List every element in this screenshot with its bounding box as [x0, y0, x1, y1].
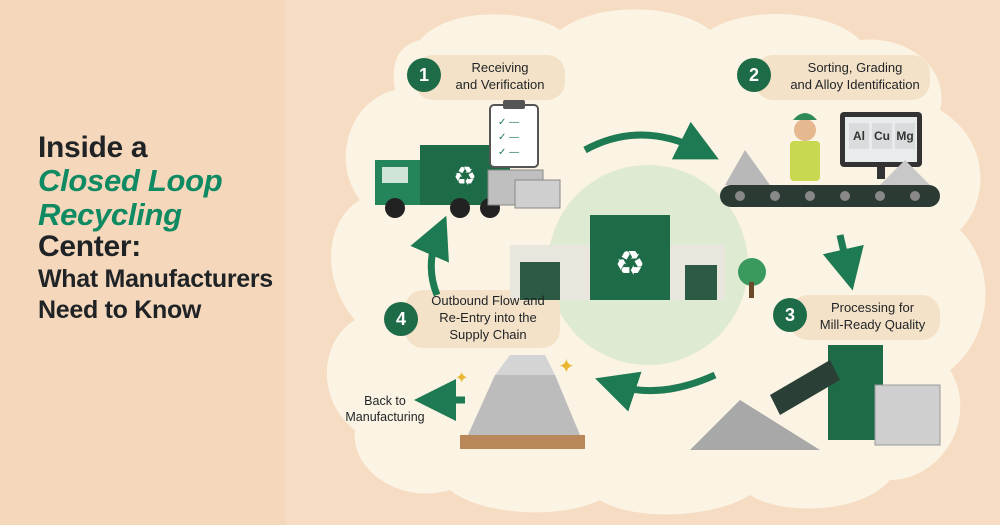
- conveyor-icon: [720, 150, 940, 207]
- step-4-label-line1: Outbound Flow and: [431, 293, 545, 308]
- step-4-label: Outbound Flow and Re-Entry into the Supp…: [418, 293, 558, 344]
- step-1-label-line1: Receiving: [471, 60, 529, 75]
- step-4-number: 4: [384, 302, 418, 336]
- arrow-icon: [595, 371, 717, 412]
- step-2-label-line1: Sorting, Grading: [807, 60, 903, 75]
- step3-pill: [790, 295, 940, 340]
- arrow-icon: [410, 215, 449, 297]
- step-3-number: 3: [773, 298, 807, 332]
- step-3-label-line2: Mill-Ready Quality: [819, 316, 926, 332]
- title-line-1: Inside a: [38, 131, 148, 164]
- sparkle-icon: ✦: [558, 356, 575, 378]
- step1-pill: [415, 55, 565, 100]
- step-2-label-line2: and Alloy Identification: [790, 76, 920, 92]
- back-label-line1: Back to: [364, 394, 406, 408]
- diagram-artwork: ♻ ✓ ― ✓ ― ✓ ―: [326, 9, 986, 515]
- step-3-label: Processing for Mill-Ready Quality: [805, 300, 940, 334]
- step4-pill: [405, 290, 560, 348]
- recycle-icon: ♻: [615, 245, 645, 283]
- title-line-2: Closed Loop: [38, 163, 223, 199]
- step-1-number: 1: [407, 58, 441, 92]
- arrow-icon: [822, 234, 864, 291]
- step-1-label: Receiving and Verification: [440, 60, 560, 94]
- left-panel: [0, 0, 285, 525]
- sparkle-icon: ✦: [455, 370, 468, 387]
- step-4-label-line3: Supply Chain: [449, 326, 527, 342]
- recycling-diagram: ♻ ✓ ― ✓ ― ✓ ―: [300, 0, 1000, 525]
- title-line-6: Need to Know: [38, 295, 202, 324]
- element-mg: Mg: [895, 123, 915, 149]
- svg-text:✓ ―: ✓ ―: [498, 117, 519, 128]
- title-line-5: What Manufacturers: [38, 264, 273, 293]
- building-icon: ♻: [510, 215, 725, 300]
- step-4-label-line2: Re-Entry into the: [439, 309, 537, 325]
- step-2-label: Sorting, Grading and Alloy Identificatio…: [770, 60, 940, 94]
- element-cu: Cu: [872, 123, 892, 149]
- step-2-number: 2: [737, 58, 771, 92]
- page-title: Inside a Closed Loop Recycling Center: W…: [38, 131, 338, 326]
- back-label-line2: Manufacturing: [345, 410, 425, 425]
- clipboard-icon: ✓ ― ✓ ― ✓ ―: [489, 100, 539, 168]
- title-line-4: Center:: [38, 230, 141, 264]
- back-to-manufacturing-label: Back to Manufacturing: [335, 393, 435, 426]
- step-1-label-line2: and Verification: [455, 76, 545, 92]
- ingot-stack-icon: [460, 355, 585, 449]
- arrow-icon: [583, 121, 719, 160]
- tree-icon: [738, 258, 766, 298]
- element-al: Al: [849, 123, 869, 149]
- recycle-icon: ♻: [453, 161, 476, 191]
- bales-icon: [487, 169, 561, 209]
- svg-text:✓ ―: ✓ ―: [498, 147, 519, 158]
- shredder-icon: [690, 345, 941, 450]
- title-line-3: Recycling: [38, 196, 182, 232]
- worker-icon: [790, 113, 820, 181]
- step-3-label-line1: Processing for: [830, 300, 915, 315]
- step2-pill: [755, 55, 930, 100]
- svg-text:✓ ―: ✓ ―: [498, 132, 519, 143]
